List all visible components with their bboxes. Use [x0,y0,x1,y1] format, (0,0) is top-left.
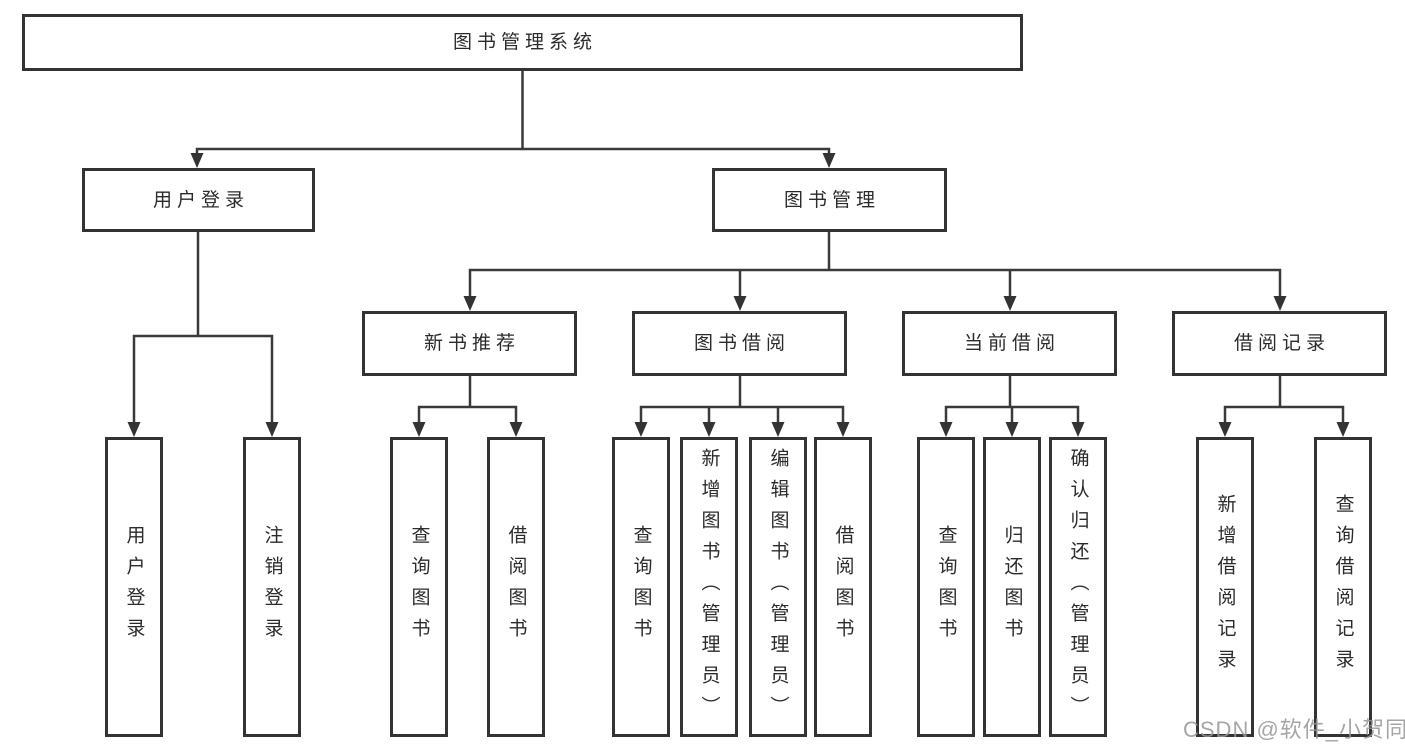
leaf-query-borrow-record: 查询借阅记录 [1314,437,1372,737]
csdn-watermark: CSDN @软件_小贺同学 [1183,717,1405,742]
leaf-query-book-1: 查询图书 [390,437,448,737]
leaf-confirm-return-admin: 确认归还（管理员） [1049,437,1107,737]
node-book-mgmt: 图书管理 [712,168,947,232]
node-user-login: 用户登录 [82,168,315,232]
node-root-label: 图书管理系统 [452,32,597,53]
arrowhead [463,296,477,311]
leaf-query-book-1-label: 查询图书 [408,525,430,649]
leaf-return-book-label: 归还图书 [1001,525,1023,649]
connector-current-borrow-branch [944,376,1080,424]
connector-book-borrow-branch [639,376,845,424]
leaf-query-book-3: 查询图书 [917,437,975,737]
node-user-login-label: 用户登录 [152,189,249,211]
leaf-add-borrow-record: 新增借阅记录 [1196,437,1254,737]
leaf-query-book-2-label: 查询图书 [630,525,652,649]
arrowhead [822,153,836,168]
leaf-query-book-3-label: 查询图书 [935,525,957,649]
leaf-edit-book-admin-label: 编辑图书（管理员） [767,447,789,727]
connector-book-mgmt-branch [468,232,1282,298]
leaf-add-borrow-record-label: 新增借阅记录 [1214,494,1236,680]
arrowhead [509,422,523,437]
node-new-book-rec-label: 新书推荐 [423,333,520,354]
leaf-borrow-book-2-label: 借阅图书 [832,525,854,649]
node-borrow-records-label: 借阅记录 [1233,333,1330,354]
arrowhead [771,422,785,437]
arrowhead [412,422,426,437]
leaf-add-book-admin-label: 新增图书（管理员） [698,447,720,727]
arrowhead [702,422,716,437]
node-root: 图书管理系统 [22,14,1023,71]
connector-user-login-branch [132,232,274,424]
node-book-borrow-label: 图书借阅 [693,333,790,354]
connector-new-book-branch [417,376,518,424]
node-current-borrow: 当前借阅 [902,311,1117,376]
node-book-mgmt-label: 图书管理 [783,189,880,211]
leaf-logout-label: 注销登录 [261,525,283,649]
leaf-user-login: 用户登录 [105,437,163,737]
arrowheads [127,153,1350,437]
leaf-borrow-book-1: 借阅图书 [487,437,545,737]
arrowhead [733,296,747,311]
arrowhead [634,422,648,437]
leaf-query-book-2: 查询图书 [612,437,670,737]
arrowhead [939,422,953,437]
node-borrow-records: 借阅记录 [1172,311,1387,376]
leaf-borrow-book-1-label: 借阅图书 [505,525,527,649]
leaf-user-login-label: 用户登录 [123,525,145,649]
arrowhead [1336,422,1350,437]
connector-root-branch [195,71,831,158]
leaf-borrow-book-2: 借阅图书 [814,437,872,737]
node-book-borrow: 图书借阅 [632,311,847,376]
arrowhead [836,422,850,437]
arrowhead [127,422,141,437]
arrowhead [1003,296,1017,311]
arrowhead [1273,296,1287,311]
leaf-query-borrow-record-label: 查询借阅记录 [1332,494,1354,680]
connector-borrow-records-branch [1223,376,1345,424]
arrowhead [1071,422,1085,437]
leaf-add-book-admin: 新增图书（管理员） [680,437,738,737]
leaf-confirm-return-admin-label: 确认归还（管理员） [1067,447,1089,727]
arrowhead [1005,422,1019,437]
arrowhead [265,422,279,437]
leaf-return-book: 归还图书 [983,437,1041,737]
leaf-logout: 注销登录 [243,437,301,737]
leaf-edit-book-admin: 编辑图书（管理员） [749,437,807,737]
node-current-borrow-label: 当前借阅 [963,333,1060,354]
arrowhead [190,153,204,168]
arrowhead [1218,422,1232,437]
node-new-book-rec: 新书推荐 [362,311,577,376]
